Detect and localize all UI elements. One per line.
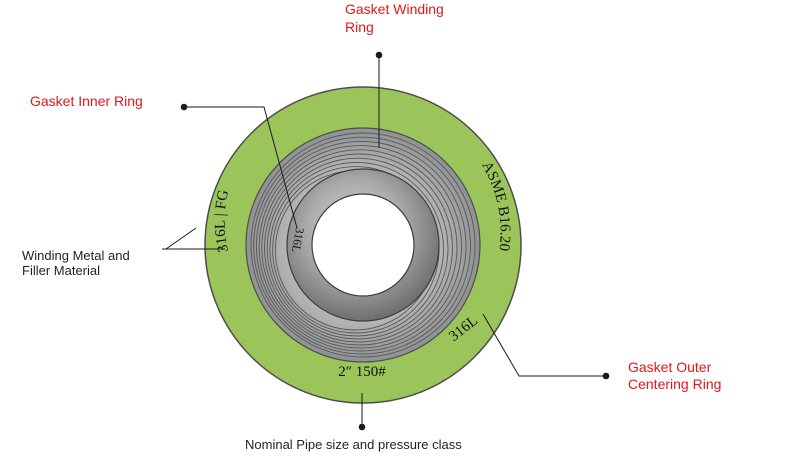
marking-inner-material: 316L: [289, 226, 307, 253]
winding-line: [250, 132, 476, 358]
center-bore: [311, 193, 415, 297]
leader-winding-ring: [375, 51, 383, 148]
leader-nominal-size: [358, 393, 366, 431]
winding-line: [261, 149, 458, 346]
label-nominal-size: Nominal Pipe size and pressure class: [245, 437, 462, 452]
label-winding-filler: Winding Metal and Filler Material: [22, 248, 133, 278]
winding-line: [253, 136, 471, 355]
winding-line: [264, 153, 453, 343]
winding-line: [258, 145, 462, 349]
label-inner-ring: Gasket Inner Ring: [30, 93, 143, 109]
marking-size-class: 2″ 150#: [338, 364, 386, 380]
leader-inner-ring: [180, 103, 298, 229]
leader-winding-filler: [162, 227, 225, 250]
label-outer-ring: Gasket Outer Centering Ring: [628, 359, 721, 392]
winding-line: [255, 140, 467, 352]
leader-outer-ring: [482, 313, 610, 380]
winding-line: [266, 157, 449, 340]
winding-line: [269, 161, 444, 337]
label-winding-ring: Gasket Winding Ring: [345, 1, 448, 35]
